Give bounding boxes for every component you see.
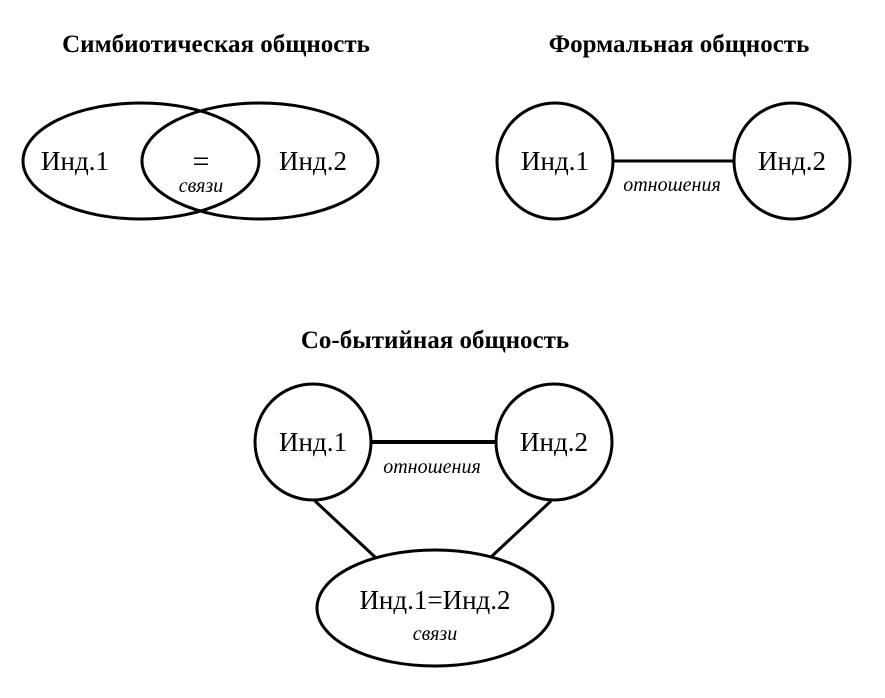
symbiotic-right-label: Инд.2 [279,146,347,176]
formal-community-title: Формальная общность [549,31,810,58]
cobeing-left-bond-line [313,499,377,559]
symbiotic-community-title: Симбиотическая общность [62,31,370,58]
symbiotic-right-ellipse [140,101,380,221]
formal-right-label: Инд.2 [758,146,826,176]
cobeing-community-title: Со-бытийная общность [301,327,569,354]
cobeing-right-label: Инд.2 [520,427,588,457]
cobeing-bottom-label: Инд.1=Инд.2 [359,585,510,615]
symbiotic-overlap-label: связи [179,175,223,197]
symbiotic-left-label: Инд.1 [41,146,109,176]
symbiotic-community-group: Симбиотическая общность Инд.1 Инд.2 = св… [21,31,380,221]
cobeing-bottom-sublabel: связи [413,623,457,645]
cobeing-left-label: Инд.1 [279,427,347,457]
cobeing-right-bond-line [489,499,553,559]
formal-community-group: Формальная общность Инд.1 Инд.2 отношени… [495,31,852,221]
cobeing-bottom-ellipse [315,548,555,668]
cobeing-community-group: Со-бытийная общность Инд.1 Инд.2 отношен… [253,327,614,668]
formal-relation-label: отношения [623,174,721,196]
symbiotic-overlap-sign: = [193,145,210,178]
symbiotic-left-ellipse [21,101,261,221]
cobeing-relation-label: отношения [383,456,481,478]
formal-left-label: Инд.1 [521,146,589,176]
